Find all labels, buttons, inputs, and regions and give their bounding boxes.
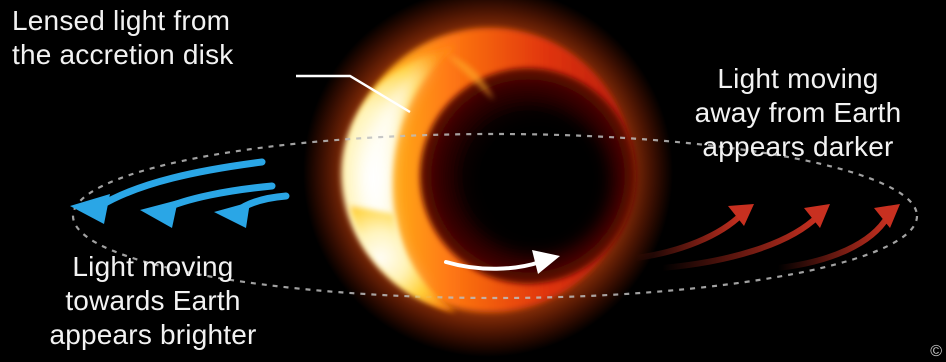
red-curved-arrow-icon: [659, 213, 821, 271]
label-leader-line: [296, 74, 411, 114]
blue-arrowheads: [70, 194, 250, 228]
red-arrowheads: [728, 204, 900, 228]
moving-away-line-1: Light moving: [717, 63, 879, 94]
moving-away-label: Light moving away from Earth appears dar…: [668, 62, 928, 164]
moving-away-line-2: away from Earth: [694, 97, 902, 128]
lensed-light-line-2: the accretion disk: [12, 39, 234, 70]
blue-curved-arrow-icon: [96, 158, 266, 210]
white-curved-arrow-icon: [444, 260, 542, 271]
red-curved-arrow-icon: [633, 211, 745, 261]
moving-towards-line-1: Light moving: [72, 251, 234, 282]
lensed-light-line-1: Lensed light from: [12, 5, 231, 36]
moving-towards-label: Light moving towards Earth appears brigh…: [18, 250, 288, 352]
orbit-path: [71, 132, 919, 300]
blue-arrows: [96, 158, 290, 216]
red-curved-arrow-icon: [775, 213, 891, 271]
lensed-light-label: Lensed light from the accretion disk: [12, 4, 234, 72]
blue-curved-arrow-icon: [158, 182, 276, 214]
moving-towards-line-3: appears brighter: [49, 319, 257, 350]
copyright-icon: ©: [930, 343, 942, 360]
red-arrows: [633, 211, 891, 271]
moving-towards-line-2: towards Earth: [65, 285, 241, 316]
moving-away-line-3: appears darker: [702, 131, 894, 162]
